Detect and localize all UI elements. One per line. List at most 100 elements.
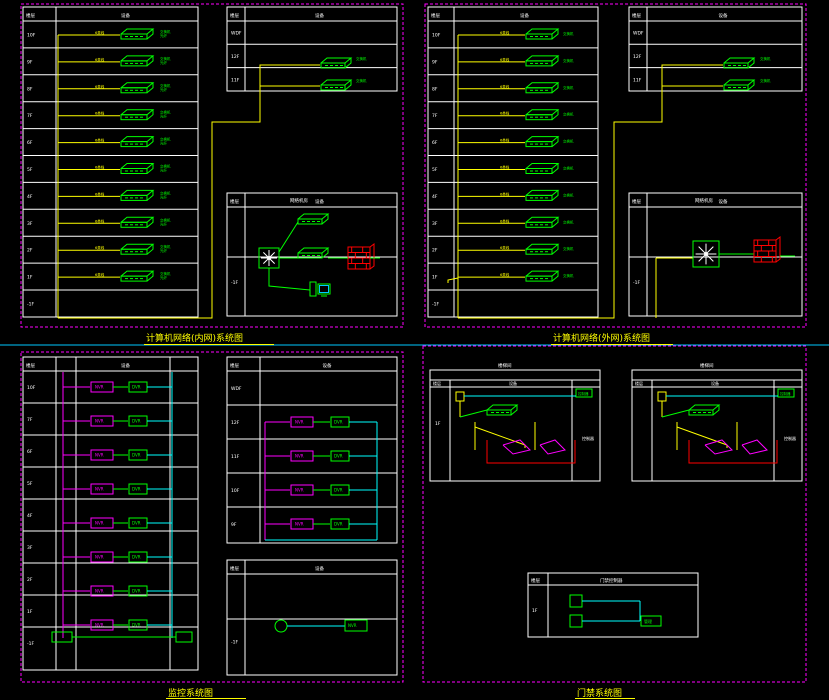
q1-switch-label: 交换机: [160, 217, 171, 222]
q1-room-header-equipment: 设备: [315, 198, 324, 205]
q1-left-floor-label: 1F: [27, 275, 33, 281]
q1-switch-label: 交换机: [356, 56, 367, 61]
switch-icon: [525, 82, 560, 89]
q4-a-loop: [486, 440, 576, 464]
q2-switch-label: 交换机: [563, 85, 574, 90]
q3-dvr-label: DVR: [132, 385, 141, 390]
q1-switch-label: 交换机: [160, 29, 171, 34]
q1-fiber-label: 光纤: [160, 33, 167, 38]
q1-right-floor-label: WDF: [231, 31, 242, 37]
q2-room-table: [628, 192, 803, 317]
switch-body-icon: [525, 87, 553, 94]
q3-right-table: [226, 356, 398, 544]
q3-right-floor-label: 9F: [231, 522, 237, 528]
q3-left-floor-label: -1F: [27, 641, 34, 647]
switch-side-icon: [146, 29, 154, 40]
q1-switch-label: 交换机: [160, 83, 171, 88]
q4-a-floor: 1F: [435, 421, 441, 427]
q2-switch-label: 交换机: [760, 56, 771, 61]
lock-icon: [657, 391, 667, 402]
q3-left-floor-label: 1F: [27, 609, 33, 615]
q2-uplink: [458, 64, 723, 319]
q2-cable-label: 6类线: [500, 165, 510, 170]
q1-cable-label: 6类线: [95, 57, 105, 62]
q3-right-header-floor: 楼层: [230, 362, 239, 369]
lock-icon: [569, 594, 583, 608]
q2-left-floor-label: 3F: [432, 221, 438, 227]
switch-body-icon: [486, 409, 512, 416]
caption-q4: 门禁系统图: [577, 689, 623, 699]
q3-right-header-equipment: 设备: [323, 362, 332, 369]
q1-left-floor-label: -1F: [27, 301, 34, 307]
switch-side-icon: [551, 136, 559, 147]
q2-cable-label: 6类线: [500, 57, 510, 62]
q2-left-table: [427, 6, 599, 318]
q3-nvr-label: NVR: [95, 555, 104, 560]
q4-b-side-label: 控制器: [784, 435, 796, 441]
switch-icon: [525, 189, 560, 196]
q3-dvr-label: DVR: [132, 487, 141, 492]
q4-a-controller: [575, 388, 593, 398]
switch-side-icon: [146, 109, 154, 121]
q2-cable-label: 6类线: [500, 272, 510, 277]
switch-icon: [525, 216, 560, 223]
q2-left-floor-label: 6F: [432, 140, 438, 146]
q2-switch-label: 交换机: [563, 58, 574, 63]
frame-q4: [422, 345, 807, 683]
q2-room-floor-label: -1F: [633, 280, 640, 286]
switch-icon: [120, 109, 155, 116]
q1-room-title: 网络机房: [290, 197, 308, 204]
switch-body-icon: [120, 248, 148, 255]
q3-dvr-label: DVR: [132, 453, 141, 458]
q2-cable-label: 6类线: [500, 84, 510, 89]
q1-cable-label: 6类线: [95, 30, 105, 35]
q2-right-table: [628, 6, 803, 92]
q3-dvr-label: DVR: [334, 522, 343, 527]
q1-right-floor-label: 12F: [231, 54, 240, 60]
switch-icon: [297, 213, 330, 220]
caption-q1: 计算机网络(内网)系统图: [146, 334, 244, 344]
switch-side-icon: [551, 271, 559, 282]
q2-switch-label: 交换机: [563, 273, 574, 278]
switch-body-icon: [320, 62, 346, 69]
q1-switch-label: 交换机: [160, 271, 171, 276]
switch-icon: [525, 109, 560, 116]
q1-link: [268, 268, 311, 291]
switch-side-icon: [146, 271, 154, 282]
q1-left-floor-label: 3F: [27, 221, 33, 227]
q4-a-side-label: 控制器: [582, 435, 594, 441]
q4-a-vehicle: [502, 439, 531, 455]
q3-left-floor-label: 10F: [27, 385, 36, 391]
q1-switch-label: 交换机: [160, 190, 171, 195]
switch-icon: [525, 136, 560, 143]
q1-cable-label: 6类线: [95, 111, 105, 116]
switch-body-icon: [525, 275, 553, 282]
q1-switch-label: 交换机: [160, 164, 171, 169]
switch-body-icon: [525, 248, 553, 255]
q3-dvr-label: DVR: [132, 589, 141, 594]
q1-left-header-equipment: 设备: [121, 12, 130, 19]
q2-cable-label: 6类线: [500, 218, 510, 223]
lock-icon: [569, 614, 583, 628]
q3-nvr-label: NVR: [95, 453, 104, 458]
q2-left-floor-label: 7F: [432, 113, 438, 119]
q2-switch-label: 交换机: [563, 246, 574, 251]
q1-cable-label: 6类线: [95, 272, 105, 277]
q1-left-floor-label: 6F: [27, 140, 33, 146]
switch-side-icon: [551, 163, 559, 174]
q1-left-floor-label: 8F: [27, 86, 33, 92]
caption-q1-underline: [144, 344, 274, 345]
q2-switch-label: 交换机: [563, 139, 574, 144]
q2-left-floor-label: 8F: [432, 86, 438, 92]
switch-side-icon: [551, 82, 559, 94]
switch-icon: [525, 270, 560, 277]
q3-room-table: [226, 559, 398, 676]
switch-icon: [120, 136, 155, 143]
q3-dvr-label: DVR: [334, 420, 343, 425]
switch-body-icon: [723, 62, 749, 69]
switch-body-icon: [723, 84, 749, 91]
switch-body-icon: [120, 141, 148, 148]
switch-side-icon: [551, 109, 559, 121]
q2-left-header-equipment: 设备: [520, 12, 529, 19]
q1-fiber-label: 光纤: [160, 275, 167, 280]
